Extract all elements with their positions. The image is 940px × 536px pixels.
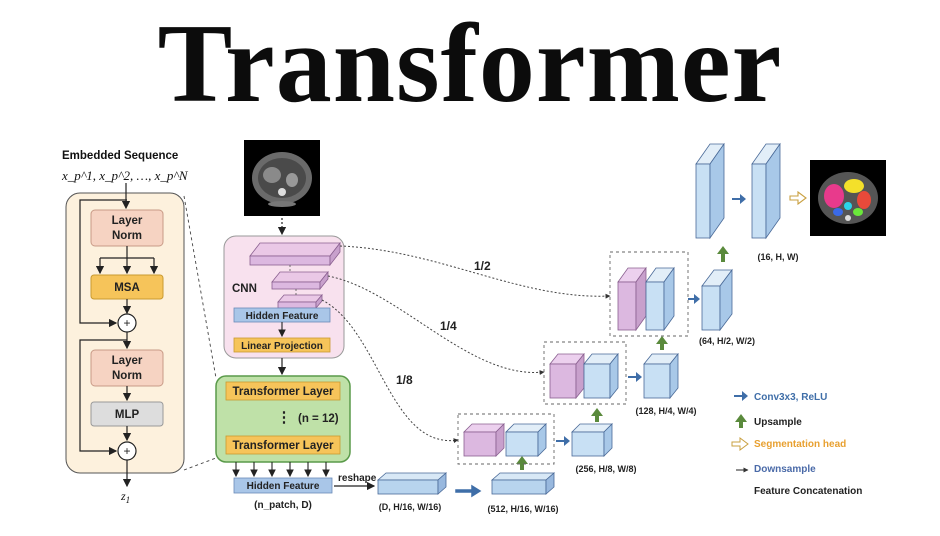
dim-d-label: (D, H/16, W/16) [379, 502, 442, 512]
feature-block-d [376, 472, 448, 495]
mlp-label: MLP [115, 409, 140, 421]
repeat-dots: ⋮ [277, 409, 292, 426]
upsample-arrow-4 [717, 246, 729, 262]
svg-text:Layer: Layer [112, 355, 143, 367]
svg-text:+: + [123, 316, 130, 330]
legend-upsample-icon [735, 414, 747, 428]
segmentation-output-image [810, 160, 886, 236]
conv-arrow-1 [455, 484, 482, 498]
skip-cube-1-2 [617, 266, 647, 332]
msa-label: MSA [114, 282, 140, 294]
skip-cube-1-4 [549, 352, 585, 400]
svg-text:+: + [123, 444, 130, 458]
page-title: Transformer [157, 2, 783, 126]
cnn-hidden-feature-label: Hidden Feature [246, 311, 319, 322]
skip-label-1-2: 1/2 [474, 259, 491, 273]
transformer-layer-bottom-box [225, 435, 341, 455]
svg-text:Norm: Norm [112, 370, 142, 382]
up-cube-1-2 [645, 266, 675, 332]
skip-connection-1-4 [327, 275, 545, 375]
hidden-feature-arrows [232, 462, 330, 478]
dim-128-label: (128, H/4, W/4) [635, 406, 696, 416]
feature-block-512 [490, 472, 556, 495]
repeat-label: (n = 12) [298, 413, 339, 425]
skip-cube-1-8 [463, 423, 505, 457]
encoder-output-label: z1 [120, 489, 130, 505]
dim-512-label: (512, H/16, W/16) [487, 504, 558, 514]
transformer-block: Transformer Layer ⋮ (n = 12) Transformer… [215, 375, 351, 463]
cube-16-b [751, 142, 781, 240]
n-patch-label: (n_patch, D) [254, 500, 312, 511]
conv-arrow-4 [688, 294, 700, 304]
skip-label-1-8: 1/8 [396, 373, 413, 387]
layer-norm-1-line2: Norm [112, 230, 142, 242]
legend-concat-label: Feature Concatenation [754, 486, 862, 497]
bottom-hidden-feature-box [233, 477, 333, 494]
legend-conv-icon [734, 391, 748, 401]
dim-16-label: (16, H, W) [757, 252, 798, 262]
cnn-label: CNN [232, 283, 257, 295]
legend: Conv3x3, ReLU Upsample Segmentation head… [731, 391, 862, 497]
embedded-sequence-math: x_p^1, x_p^2, …, x_p^N [61, 168, 189, 183]
transformer-layer-bottom-label: Transformer Layer [233, 440, 335, 452]
transformer-layer-top-box [225, 381, 341, 401]
legend-upsample-label: Upsample [754, 417, 802, 428]
conv-arrow-3 [628, 372, 642, 382]
linear-projection-label: Linear Projection [241, 341, 323, 352]
embedded-sequence-label: Embedded Sequence [62, 150, 178, 162]
cube-128 [643, 352, 679, 400]
dim-64-label: (64, H/2, W/2) [699, 336, 755, 346]
upsample-arrow-3 [656, 336, 668, 350]
bottom-hidden-feature-label: Hidden Feature [247, 481, 320, 492]
reshape-label: reshape [338, 473, 377, 484]
linear-projection-box [233, 337, 331, 353]
skip-connection-1-2 [339, 245, 611, 299]
legend-seg-head-label: Segmentation head [754, 439, 846, 450]
cube-16-a [695, 142, 725, 240]
transformer-layer-top-label: Transformer Layer [233, 386, 335, 398]
cube-64 [701, 268, 733, 332]
legend-downsample-label: Downsample [754, 464, 816, 475]
dim-256-label: (256, H/8, W/8) [575, 464, 636, 474]
cnn-block: CNN Hidden Feature Linear Projection [223, 235, 345, 359]
up-cube-1-4 [583, 352, 619, 400]
layer-norm-1-line1: Layer [112, 215, 143, 227]
upsample-arrow-1 [516, 456, 528, 470]
ct-input-image [244, 140, 320, 216]
conv-arrow-5 [732, 194, 746, 204]
conv-arrow-2 [556, 436, 570, 446]
transunet-diagram: Embedded Sequence x_p^1, x_p^2, …, x_p^N… [61, 140, 886, 514]
upsample-arrow-2 [591, 408, 603, 422]
encoder-block: Embedded Sequence x_p^1, x_p^2, …, x_p^N… [61, 150, 189, 505]
skip-label-1-4: 1/4 [440, 319, 457, 333]
skip-connection-1-8 [321, 299, 459, 444]
segmentation-head-arrow [789, 190, 807, 206]
legend-seg-head-icon [731, 437, 749, 451]
legend-conv-label: Conv3x3, ReLU [754, 392, 827, 403]
cube-256 [571, 423, 613, 457]
up-cube-1-8 [505, 423, 547, 457]
